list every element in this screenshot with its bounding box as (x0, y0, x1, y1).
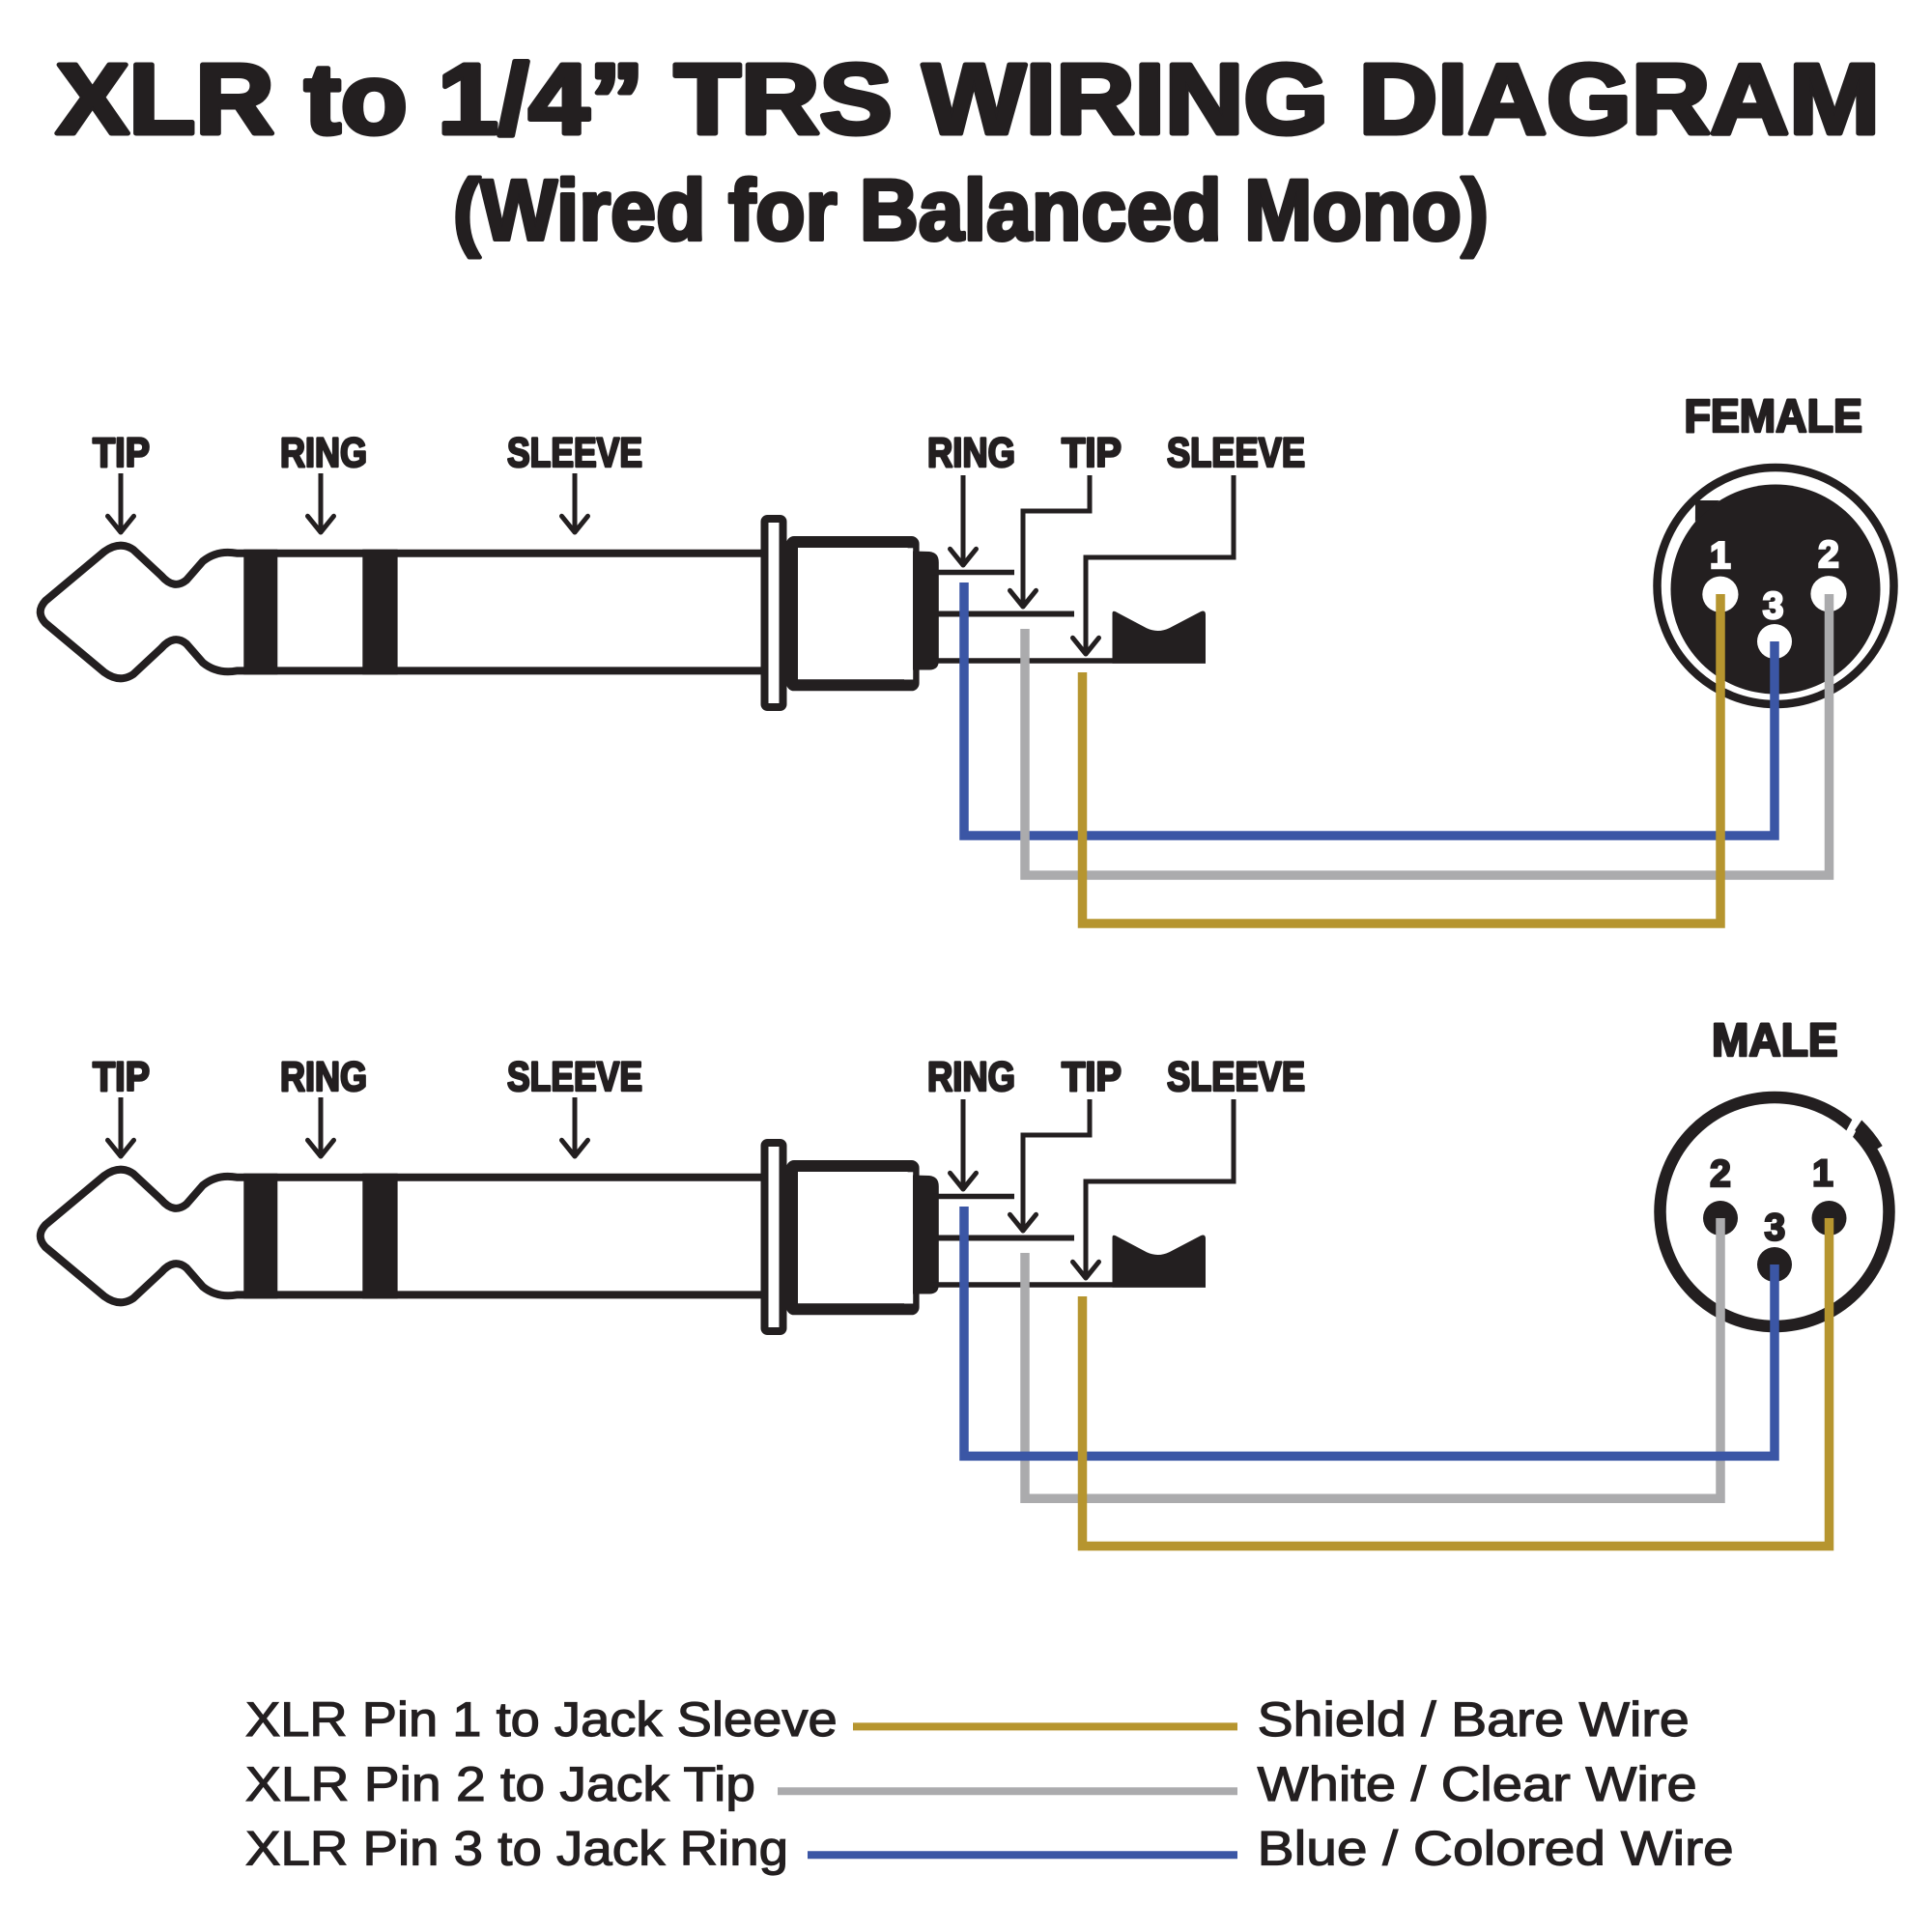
svg-text:XLR Pin 3 to Jack Ring: XLR Pin 3 to Jack Ring (245, 1822, 788, 1876)
svg-text:Shield / Bare Wire: Shield / Bare Wire (1258, 1692, 1690, 1747)
svg-text:2: 2 (1710, 1153, 1731, 1195)
svg-text:Blue / Colored Wire: Blue / Colored Wire (1258, 1822, 1734, 1876)
svg-text:XLR to 1/4” TRS WIRING DIAGRAM: XLR to 1/4” TRS WIRING DIAGRAM (56, 43, 1880, 155)
svg-text:1: 1 (1710, 535, 1731, 577)
svg-text:3: 3 (1764, 1208, 1785, 1249)
svg-text:XLR Pin 2 to Jack Tip: XLR Pin 2 to Jack Tip (245, 1757, 755, 1811)
svg-text:MALE: MALE (1712, 1015, 1838, 1066)
svg-text:White / Clear Wire: White / Clear Wire (1258, 1757, 1697, 1811)
svg-text:2: 2 (1818, 534, 1839, 576)
svg-text:3: 3 (1763, 585, 1784, 627)
svg-text:(Wired for Balanced Mono): (Wired for Balanced Mono) (453, 161, 1489, 258)
svg-text:FEMALE: FEMALE (1684, 391, 1862, 442)
svg-text:1: 1 (1812, 1153, 1833, 1195)
svg-text:XLR Pin 1 to Jack Sleeve: XLR Pin 1 to Jack Sleeve (245, 1692, 838, 1747)
